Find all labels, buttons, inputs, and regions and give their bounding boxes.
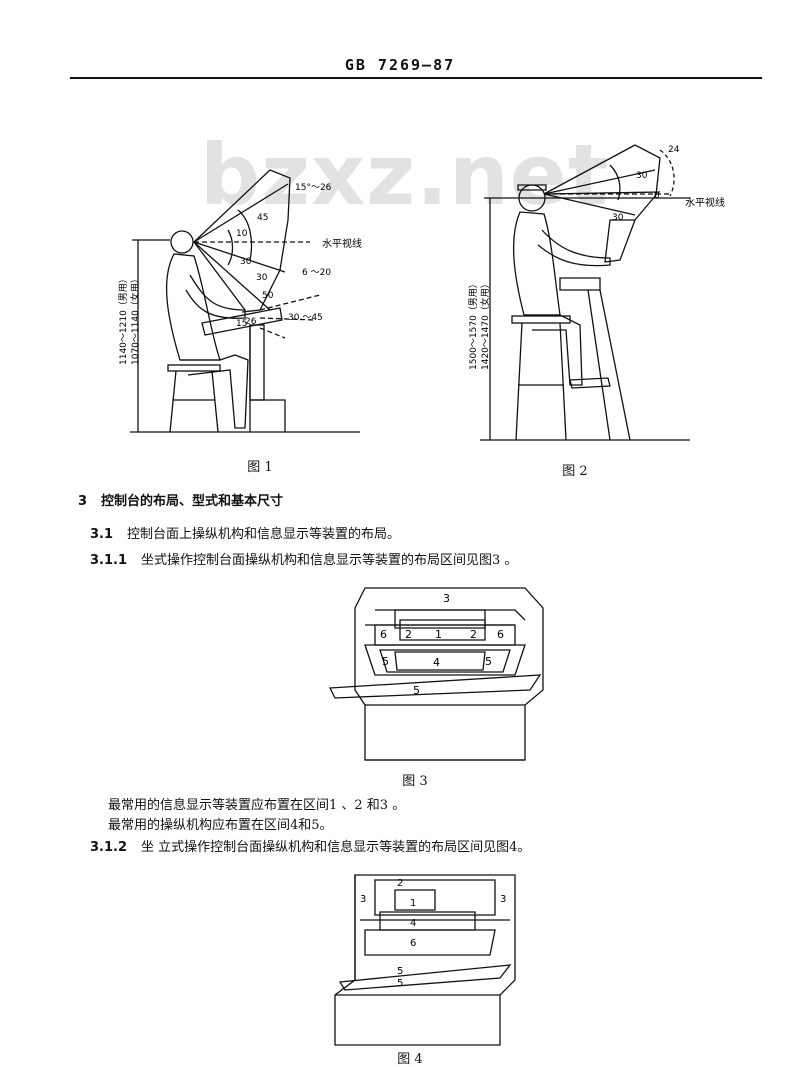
fig2-angle-30a: 30 [636,171,648,181]
figure-2-diagram: 24 30 0 30 水平视线 1500～1570（男用） 1420～1470（… [468,144,725,441]
figure-2-caption: 图 2 [562,464,588,479]
fig3-zone-5-right: 5 [485,655,492,668]
fig4-zone-4: 4 [410,918,416,929]
fig4-zone-3-left: 3 [360,894,366,905]
fig3-zone-6-left: 6 [380,628,387,641]
figure-3-diagram: 3 6 2 1 2 6 5 4 5 5 [328,587,544,761]
fig1-angle-30-45: 30 ～45 [288,313,323,323]
fig1-angle-15: 15 [236,319,247,329]
fig3-zone-3: 3 [443,592,450,605]
section-3-1: 3.1 控制台面上操纵机构和信息显示等装置的布局。 [90,523,400,542]
fig3-zone-4: 4 [433,656,440,669]
section-3-1-1-number: 3.1.1 [90,553,128,568]
fig1-angle-50: 50 [262,291,274,301]
page-header: GB 7269—87 [344,56,456,74]
fig4-zone-3-right: 3 [500,894,506,905]
fig1-height-male: 1140～1210（男用） [118,274,129,365]
fig1-angle-30a: 30 [240,257,252,267]
fig4-zone-1: 1 [410,898,416,909]
figure-1-caption: 图 1 [247,460,273,475]
figure-3-caption: 图 3 [402,774,428,789]
fig1-horizontal-sight: 水平视线 [322,237,362,250]
fig4-zone-5b: 5 [397,978,403,989]
section-3-1-1: 3.1.1 坐式操作控制台面操纵机构和信息显示等装置的布局区间见图3 。 [90,549,517,568]
figure-4-caption: 图 4 [397,1052,423,1067]
fig4-zone-6: 6 [410,938,416,949]
fig1-angle-6-20: 6 ～20 [302,268,331,278]
fig1-angle-26: 26 [245,317,257,327]
fig1-angle-30b: 30 [256,273,268,283]
fig3-zone-1: 1 [435,628,442,641]
fig1-angle-10: 10 [236,229,248,239]
fig2-height-female: 1420～1470（女用） [479,279,491,370]
section-3-1-text: 控制台面上操纵机构和信息显示等装置的布局。 [127,527,401,542]
section-3-number: 3 [78,494,88,509]
figure-1-diagram: 15°～26 水平视线 45 10 30 30 50 15 26 6 ～20 3… [118,169,362,433]
fig3-zone-2-right: 2 [470,628,477,641]
section-3-1-2-text: 坐 立式操作控制台面操纵机构和信息显示等装置的布局区间见图4。 [141,840,531,855]
section-3-1-2: 3.1.2 坐 立式操作控制台面操纵机构和信息显示等装置的布局区间见图4。 [90,836,530,855]
header-rule [70,77,762,79]
fig4-zone-2: 2 [397,878,403,889]
fig2-angle-30b: 30 [612,213,624,223]
fig2-height-male: 1500～1570（男用） [468,279,479,370]
section-3-1-1-text: 坐式操作控制台面操纵机构和信息显示等装置的布局区间见图3 。 [141,553,518,568]
fig3-zone-2-left: 2 [405,628,412,641]
fig2-angle-24: 24 [668,145,680,155]
fig1-angle-top: 15°～26 [295,183,332,193]
fig4-zone-5a: 5 [397,966,403,977]
figure-3-note-1: 最常用的信息显示等装置应布置在区间1 、2 和3 。 [108,798,406,813]
fig1-height-female: 1070～1140（女用） [129,274,141,365]
fig3-zone-6-right: 6 [497,628,504,641]
figure-3-note-2: 最常用的操纵机构应布置在区间4和5。 [108,818,333,833]
fig1-angle-45: 45 [257,213,268,223]
section-3-1-2-number: 3.1.2 [90,840,128,855]
section-3-heading: 3 控制台的布局、型式和基本尺寸 [78,490,283,509]
watermark: bzxz.net [200,126,609,224]
fig2-horizontal-sight: 水平视线 [685,196,725,209]
figure-4-diagram: 2 1 3 3 4 6 5 5 [334,874,516,1046]
fig3-zone-5-desk: 5 [413,684,420,697]
fig3-zone-5-left: 5 [382,655,389,668]
section-3-1-number: 3.1 [90,527,114,542]
section-3-title: 控制台的布局、型式和基本尺寸 [101,494,284,509]
fig2-angle-0: 0 [654,191,660,201]
